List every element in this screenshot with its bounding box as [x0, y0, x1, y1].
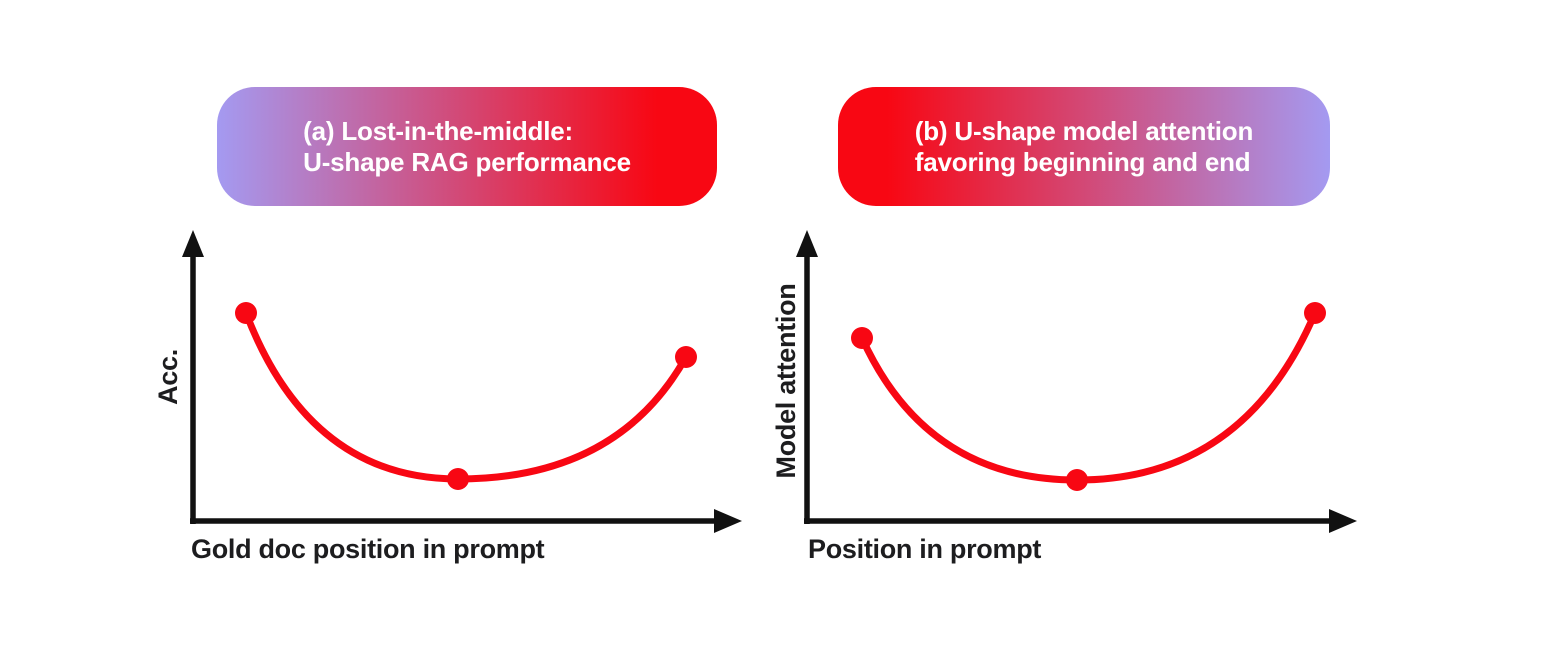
- data-point: [235, 302, 257, 324]
- data-point: [1304, 302, 1326, 324]
- chart-a-y-axis-arrow-icon: [182, 230, 204, 257]
- chart-b-y-axis-label: Model attention: [771, 284, 801, 479]
- chart-a-x-axis-arrow-icon: [714, 509, 742, 533]
- chart-a-data-points: [235, 302, 697, 490]
- panel-a-title-text: (a) Lost-in-the-middle: U-shape RAG perf…: [303, 116, 631, 178]
- data-point: [1066, 469, 1088, 491]
- chart-a-u-curve: [242, 309, 690, 483]
- chart-b-x-axis-arrow-icon: [1329, 509, 1357, 533]
- panel-a-title-line1: (a) Lost-in-the-middle:: [303, 115, 573, 146]
- panel-b-title-line2: favoring beginning and end: [914, 146, 1251, 177]
- chart-a: Acc. Gold doc position in prompt: [153, 230, 742, 564]
- panel-a-title-line2: U-shape RAG performance: [303, 146, 631, 177]
- chart-b-y-axis-arrow-icon: [796, 230, 818, 257]
- panel-b-title-text: (b) U-shape model attention favoring beg…: [914, 115, 1254, 178]
- data-point: [447, 468, 469, 490]
- chart-a-x-axis-label: Gold doc position in prompt: [191, 534, 545, 564]
- panel-b-title-line1: (b) U-shape model attention: [914, 115, 1254, 146]
- data-point: [851, 327, 873, 349]
- chart-b-u-curve: [858, 309, 1319, 484]
- chart-b-x-axis-label: Position in prompt: [808, 534, 1041, 564]
- panel-a-title-badge: (a) Lost-in-the-middle: U-shape RAG perf…: [217, 87, 717, 206]
- panel-b-title-badge: (b) U-shape model attention favoring beg…: [838, 87, 1330, 206]
- chart-b: Model attention Position in prompt: [771, 230, 1357, 564]
- chart-b-data-points: [851, 302, 1326, 491]
- data-point: [675, 346, 697, 368]
- chart-a-y-axis-label: Acc.: [153, 349, 183, 405]
